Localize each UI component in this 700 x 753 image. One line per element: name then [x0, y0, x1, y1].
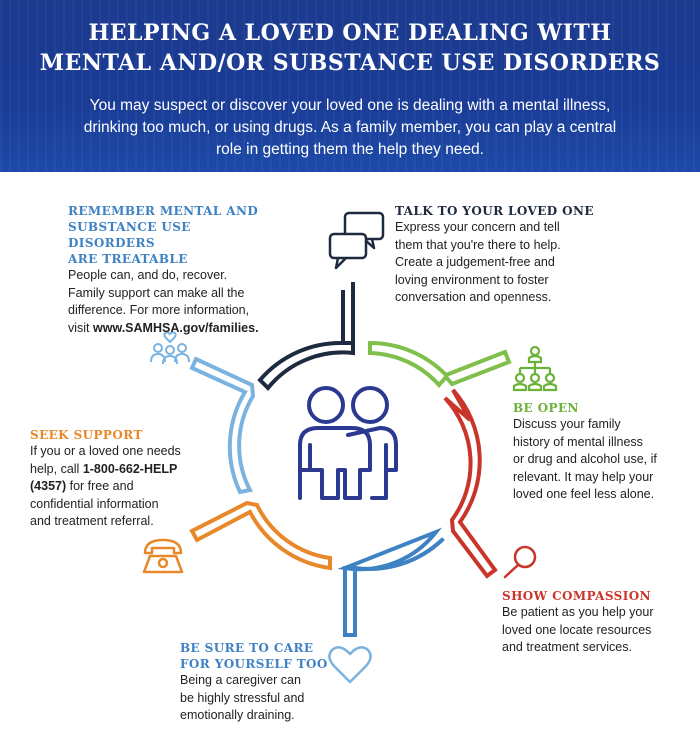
section-care-for-yourself: BE SURE TO CARE FOR YOURSELF TOO Being a…: [180, 640, 360, 725]
section-body: People can, and do, recover. Family supp…: [68, 267, 268, 337]
body-line: Be patient as you help your: [502, 605, 654, 619]
helpline-number[interactable]: 1-800-662-HELP: [82, 461, 178, 476]
section-body: Express your concern and tell them that …: [395, 219, 595, 307]
section-body: Being a caregiver can be highly stressfu…: [180, 672, 360, 725]
section-seek-support: SEEK SUPPORT If you or a loved one needs…: [30, 427, 205, 531]
title-line-2: MENTAL AND/OR SUBSTANCE USE DISORDERS: [39, 50, 661, 76]
arc-segment-orange: [189, 500, 332, 571]
body-line: Discuss your family: [513, 417, 621, 431]
body-line: and treatment services.: [502, 640, 632, 654]
intro-line-1: You may suspect or discover your loved o…: [89, 97, 611, 114]
heading-line: BE SURE TO CARE: [180, 641, 314, 655]
body-line: Express your concern and tell: [395, 220, 560, 234]
section-heading: REMEMBER MENTAL AND SUBSTANCE USE DISORD…: [68, 203, 268, 267]
family-group-icon: [150, 331, 190, 365]
section-body: Be patient as you help your loved one lo…: [502, 604, 677, 657]
body-line: Create a judgement-free and: [395, 255, 555, 269]
body-line: history of mental illness: [513, 434, 643, 449]
page-title: HELPING A LOVED ONE DEALING WITH MENTAL …: [0, 18, 700, 78]
heading-line: ARE TREATABLE: [68, 252, 188, 266]
body-line: People can, and do, recover.: [68, 268, 228, 282]
heading-line: FOR YOURSELF TOO: [180, 657, 328, 671]
body-line: emotionally draining.: [180, 708, 295, 722]
header-banner: HELPING A LOVED ONE DEALING WITH MENTAL …: [0, 0, 700, 172]
section-talk-to-loved-one: TALK TO YOUR LOVED ONE Express your conc…: [395, 203, 595, 307]
body-line: If you or a loved one needs: [30, 444, 181, 458]
samhsa-link[interactable]: www.SAMHSA.gov/families.: [93, 320, 259, 335]
body-line: conversation and openness.: [395, 290, 552, 304]
body-line: relevant. It may help your: [513, 469, 654, 484]
body-line: be highly stressful and: [180, 690, 305, 705]
arc-segment-red: [443, 388, 498, 579]
section-body: If you or a loved one needs help, call 1…: [30, 443, 205, 531]
heading-line: SUBSTANCE USE DISORDERS: [68, 220, 191, 250]
arc-segment-light-blue: [189, 356, 256, 495]
section-be-open: BE OPEN Discuss your family history of m…: [513, 400, 683, 504]
arc-segment-green: [368, 340, 512, 389]
body-line: Being a caregiver can: [180, 673, 301, 687]
circle-graphic: [142, 211, 558, 684]
section-heading: SEEK SUPPORT: [30, 428, 143, 442]
helpline-number-digits[interactable]: (4357): [30, 479, 67, 493]
magnifying-glass-icon: [503, 545, 537, 579]
section-heading: TALK TO YOUR LOVED ONE: [395, 204, 594, 218]
arc-segment-blue: [337, 527, 445, 637]
body-line: help, call: [30, 461, 83, 476]
family-tree-icon: [512, 345, 558, 392]
body-line: or drug and alcohol use, if: [513, 452, 657, 466]
body-line: and treatment referral.: [30, 514, 154, 528]
intro-text: You may suspect or discover your loved o…: [40, 95, 660, 161]
body-line: loved one locate resources: [502, 622, 652, 637]
telephone-icon: [142, 538, 184, 574]
heart-icon: [328, 646, 372, 684]
body-line: loving environment to foster: [395, 272, 549, 287]
section-heading: SHOW COMPASSION: [502, 589, 651, 603]
body-line: them that you're there to help.: [395, 237, 561, 252]
section-heading: BE OPEN: [513, 401, 579, 415]
body-line: for free and: [66, 479, 134, 493]
section-heading: BE SURE TO CARE FOR YOURSELF TOO: [180, 640, 360, 672]
section-show-compassion: SHOW COMPASSION Be patient as you help y…: [502, 588, 677, 657]
section-remember-treatable: REMEMBER MENTAL AND SUBSTANCE USE DISORD…: [68, 203, 268, 337]
body-line: loved one feel less alone.: [513, 487, 655, 501]
body-line: visit: [68, 320, 93, 335]
heading-line: REMEMBER MENTAL AND: [68, 204, 259, 218]
intro-line-2: drinking too much, or using drugs. As a …: [83, 119, 617, 136]
body-line: Family support can make all the: [68, 285, 245, 300]
header-texture: [0, 0, 700, 172]
two-people-embracing-icon: [298, 386, 398, 500]
body-line: difference. For more information,: [68, 303, 250, 317]
body-line: confidential information: [30, 496, 159, 511]
title-line-1: HELPING A LOVED ONE DEALING WITH: [88, 20, 612, 46]
intro-line-3: role in getting them the help they need.: [216, 141, 484, 158]
section-body: Discuss your family history of mental il…: [513, 416, 683, 504]
chat-bubbles-icon: [328, 211, 385, 270]
arc-segment-navy: [257, 282, 355, 391]
